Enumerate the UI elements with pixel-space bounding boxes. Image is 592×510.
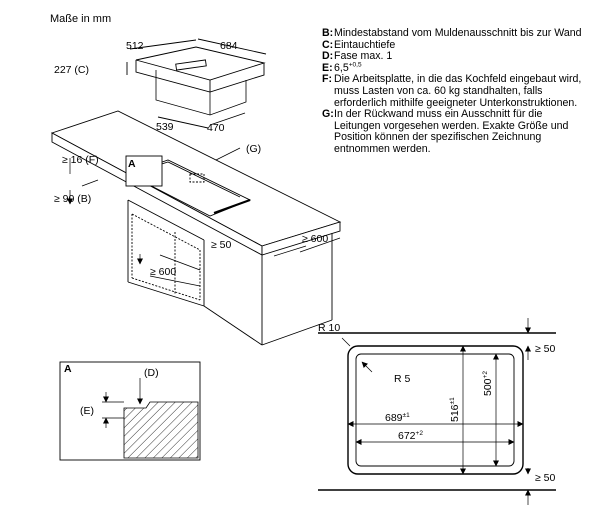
- legend-item-f: F:Die Arbeitsplatte, in die das Kochfeld…: [322, 73, 582, 109]
- dim-hob-depth: 512: [126, 40, 144, 52]
- cutout-width-inner: 672+2: [398, 430, 423, 442]
- hob-view: [126, 38, 267, 129]
- dim-clearance-front: ≥ 50: [211, 239, 232, 251]
- legend-item-e: E:6,5+0,5: [322, 61, 362, 74]
- cutout-clearance-top: ≥ 50: [535, 343, 556, 355]
- cutout-radius-inner: R 5: [394, 373, 411, 385]
- legend-item-g: G:In der Rückwand muss ein Ausschnitt fü…: [322, 108, 569, 155]
- cutout-radius-outer: R 10: [318, 322, 340, 334]
- dim-cutout-depth: 539: [156, 121, 174, 133]
- detail-label-d: (D): [144, 367, 159, 379]
- legend-item-c: C:Eintauchtiefe: [322, 38, 396, 51]
- dim-min-distance: ≥ 90 (B): [54, 193, 91, 205]
- cutout-clearance-bottom: ≥ 50: [535, 472, 556, 484]
- dim-cutout-width: 470: [207, 122, 225, 134]
- detail-label-a: A: [64, 363, 72, 375]
- dim-margin-front: ≥ 16 (F): [62, 154, 99, 166]
- detail-a: [59, 361, 201, 461]
- label-a-perspective: A: [128, 158, 136, 170]
- worktop-dimension-lines: [67, 147, 341, 287]
- cutout-width-outer: 689±1: [385, 412, 410, 424]
- dim-cabinet-width: ≥ 600: [150, 266, 176, 278]
- label-g: (G): [246, 143, 261, 155]
- legend-item-b: B:Mindestabstand vom Muldenausschnitt bi…: [322, 27, 582, 39]
- worktop-view: [50, 110, 342, 346]
- cutout-depth-outer: 516±1: [449, 397, 461, 422]
- dim-hob-width: 684: [220, 40, 238, 52]
- cutout-plan: [318, 318, 556, 505]
- legend-item-d: D:Fase max. 1: [322, 50, 393, 63]
- legend: B:Mindestabstand vom Muldenausschnitt bi…: [322, 27, 584, 156]
- drawing-title: Maße in mm: [50, 13, 111, 25]
- dim-counter-depth: ≥ 600: [302, 233, 328, 245]
- detail-label-e: (E): [80, 405, 94, 417]
- dim-install-height: 227 (C): [54, 64, 89, 76]
- cutout-depth-inner: 500+2: [482, 371, 494, 396]
